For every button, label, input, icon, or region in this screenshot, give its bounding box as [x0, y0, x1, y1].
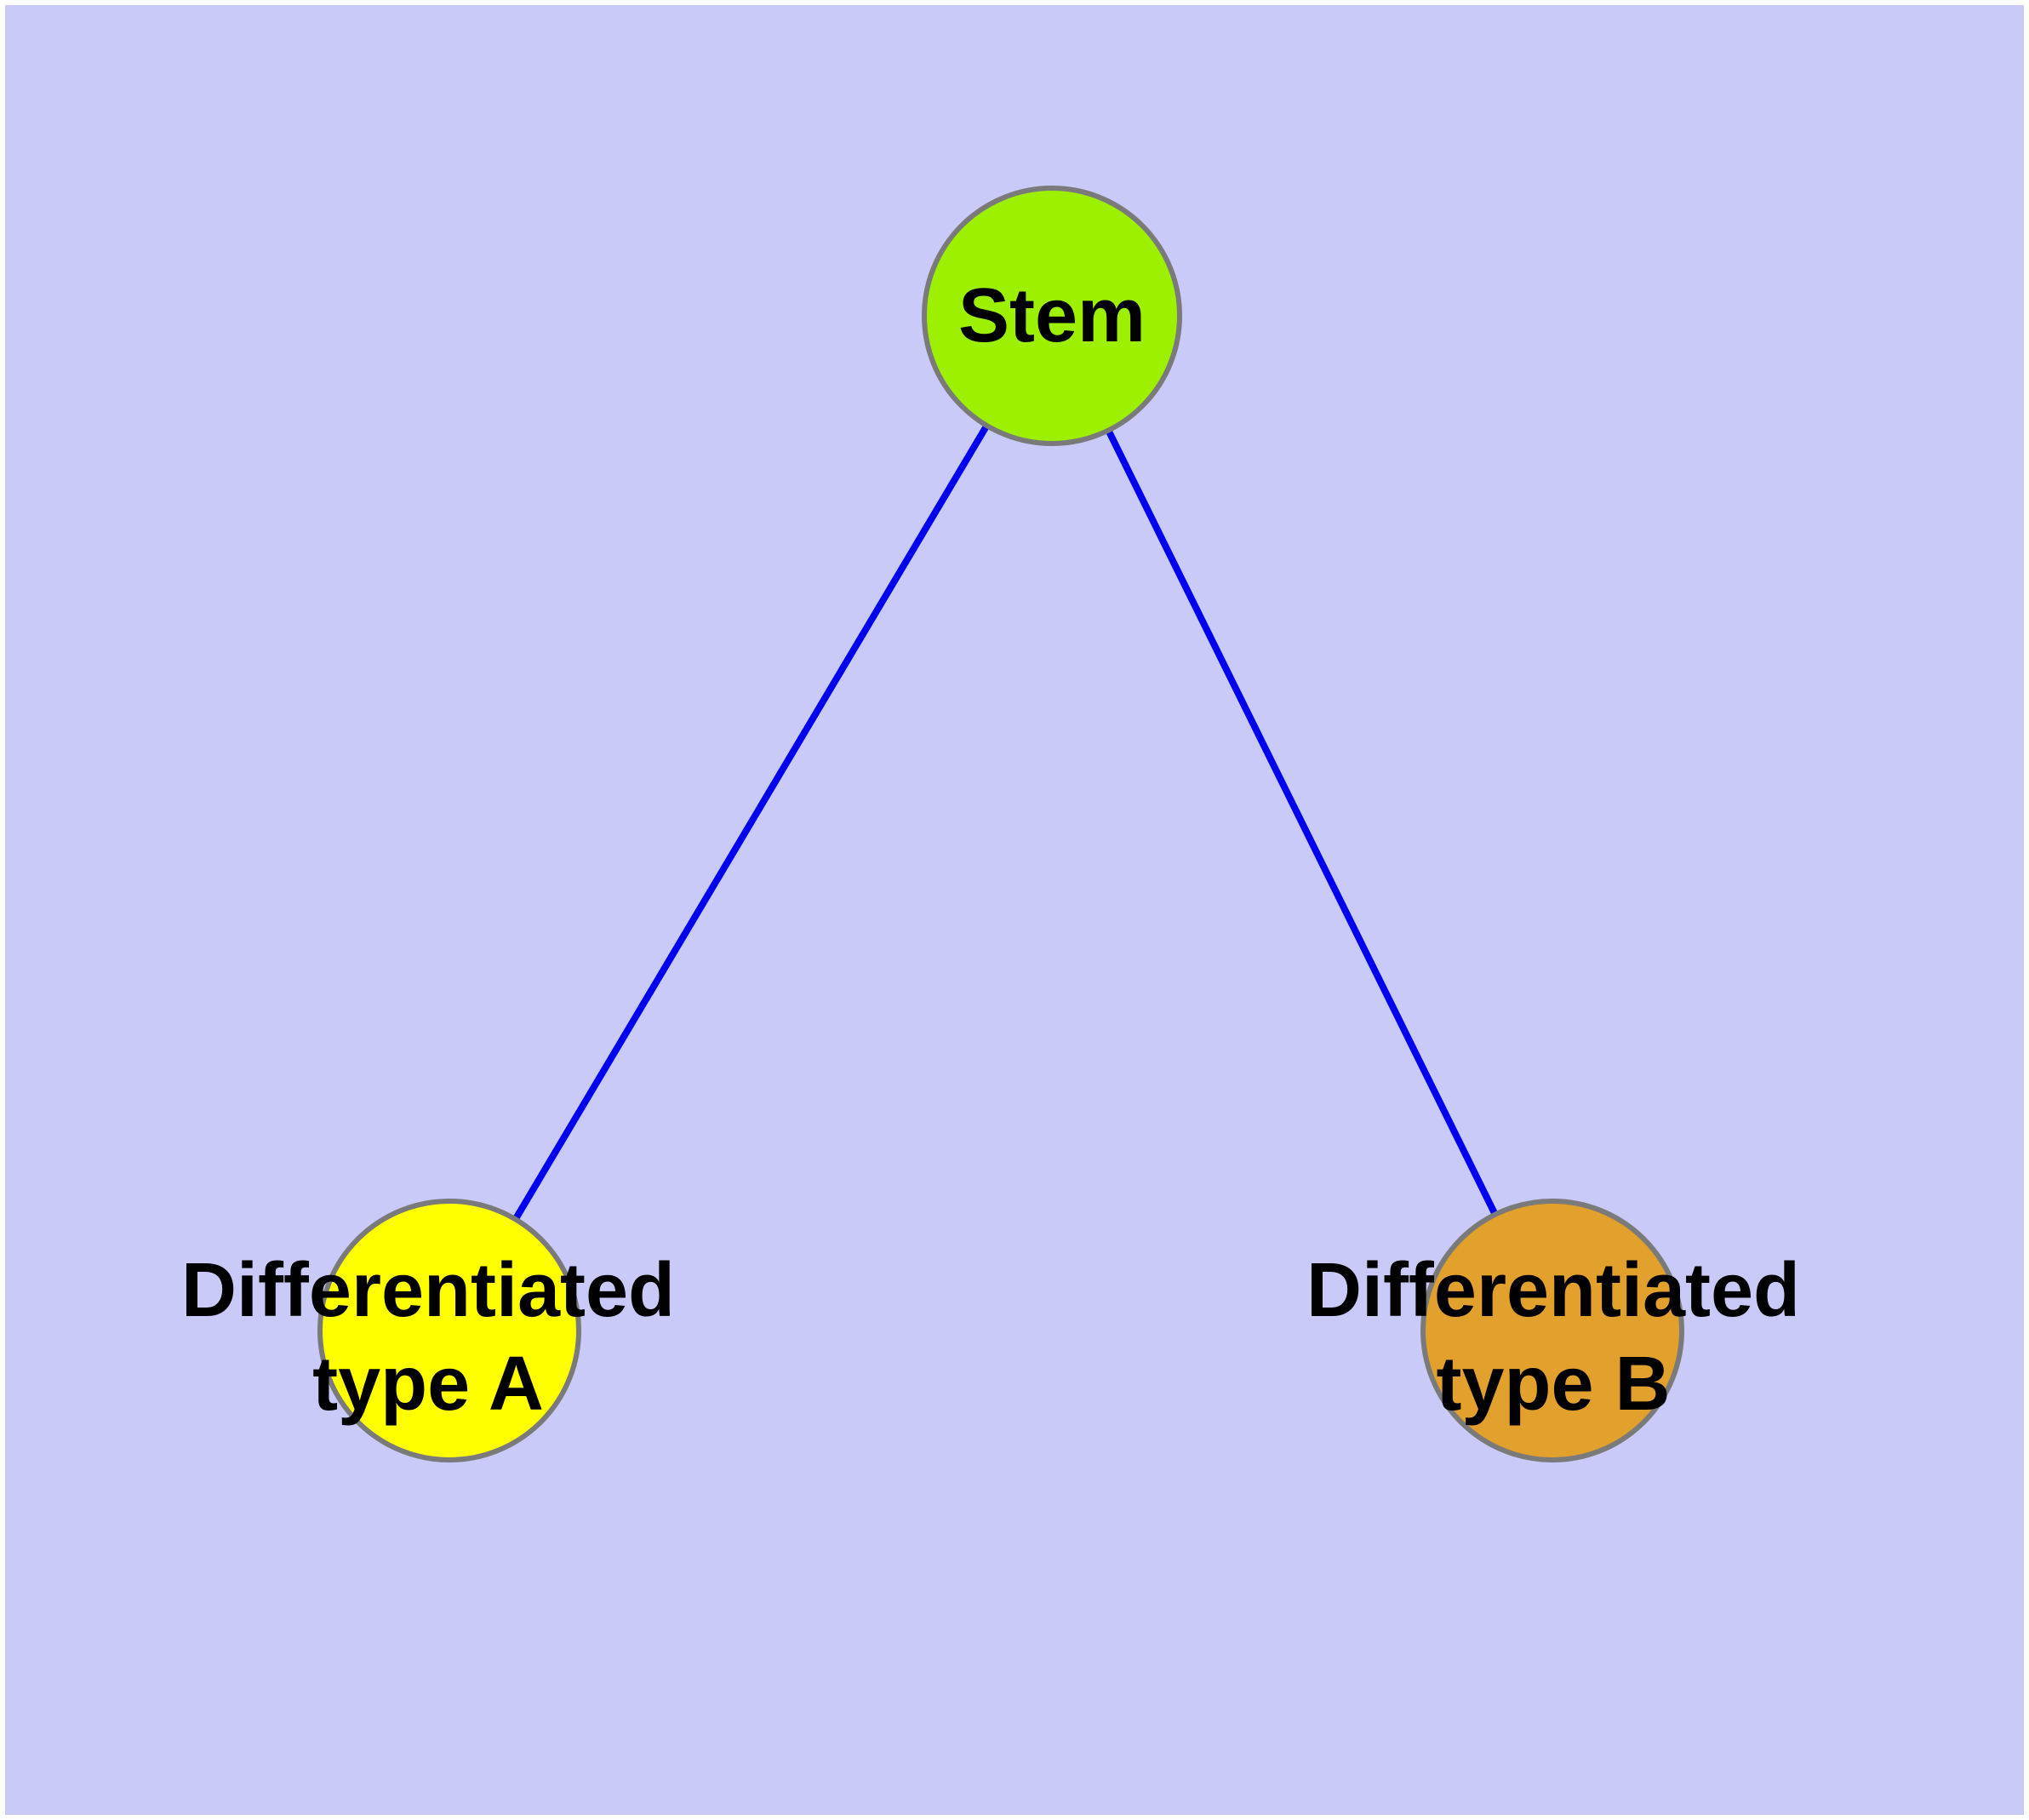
node-type-b-label-line1: Differentiated: [1306, 1248, 1800, 1333]
edge-stem-to-type-a: [446, 313, 1055, 1333]
node-type-b-circle: [1420, 1199, 1684, 1462]
node-stem-circle: [922, 186, 1182, 446]
node-type-a-label-line2: type A: [312, 1342, 544, 1427]
node-stem-label: Stem: [958, 273, 1146, 358]
node-type-a-label-line1: Differentiated: [181, 1248, 675, 1333]
node-type-a-circle: [317, 1199, 581, 1462]
edge-stem-to-type-b: [1049, 314, 1556, 1332]
node-type-b-label-line2: type B: [1436, 1342, 1670, 1427]
